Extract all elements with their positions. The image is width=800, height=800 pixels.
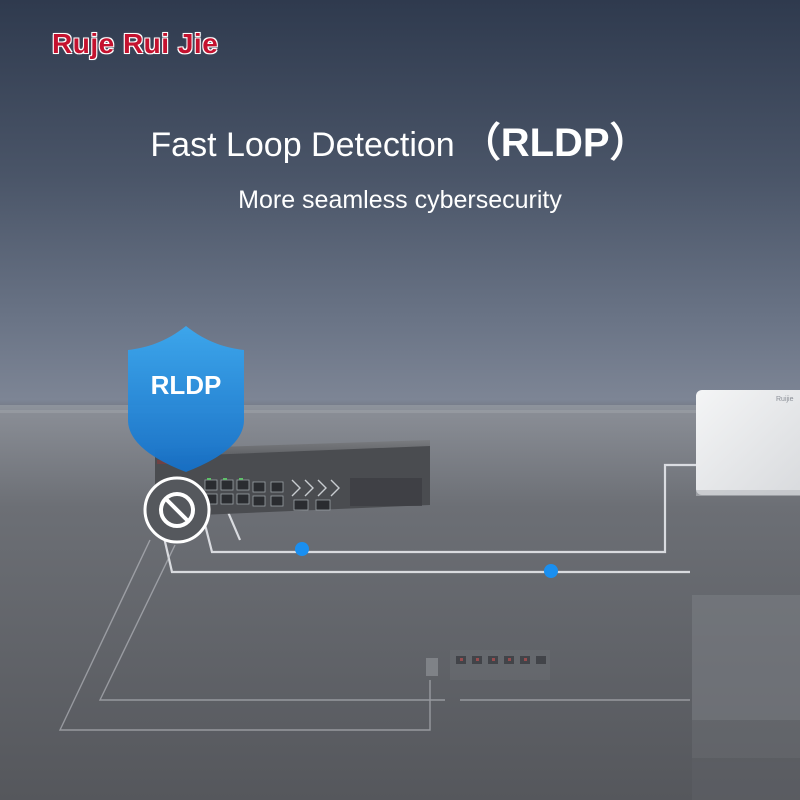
network-switch bbox=[155, 440, 430, 517]
sub-switch bbox=[426, 650, 550, 680]
access-point-brand-mark: Ruijie bbox=[776, 396, 794, 403]
network-cables-faint bbox=[58, 539, 690, 731]
headline-acronym: （RLDP） bbox=[460, 121, 650, 165]
shield-label: RLDP bbox=[150, 370, 222, 400]
access-point bbox=[696, 390, 800, 496]
subheadline: More seamless cybersecurity bbox=[238, 186, 562, 214]
prohibited-icon bbox=[143, 476, 211, 544]
signal-dot bbox=[544, 564, 558, 578]
floor-horizon-glow bbox=[0, 405, 800, 413]
shield-icon bbox=[128, 326, 244, 472]
signal-dot bbox=[295, 542, 309, 556]
headline: Fast Loop Detection（RLDP） bbox=[0, 110, 800, 168]
brand-name: Ruje Rui Jie bbox=[52, 28, 219, 59]
headline-main: Fast Loop Detection bbox=[150, 126, 455, 164]
stacked-device bbox=[692, 595, 800, 800]
